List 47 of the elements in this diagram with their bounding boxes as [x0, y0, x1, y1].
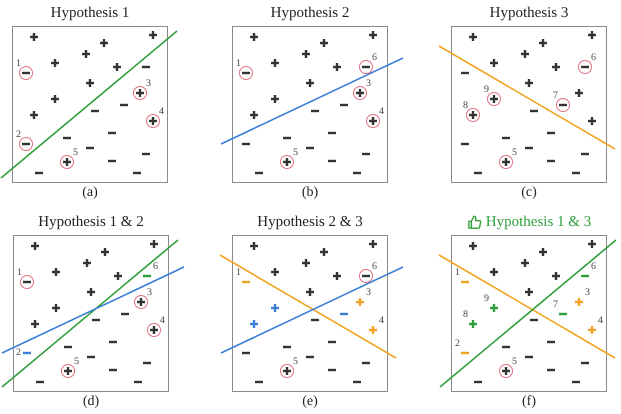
point-number: 3 — [147, 288, 152, 298]
point-number: 5 — [512, 148, 517, 158]
point-number: 5 — [512, 357, 517, 367]
point-number: 4 — [379, 316, 384, 326]
panel-title: Hypothesis 1 & 3 — [486, 214, 592, 230]
panel-caption: (d) — [82, 394, 100, 410]
point-number: 1 — [236, 59, 241, 69]
point-number: 2 — [455, 339, 460, 349]
point-number: 9 — [484, 294, 489, 304]
point-number: 3 — [366, 288, 371, 298]
point-number: 8 — [463, 101, 468, 111]
point-number: 5 — [293, 148, 298, 158]
panel-caption: (e) — [301, 394, 319, 410]
point-number: 1 — [236, 268, 241, 278]
point-number: 3 — [585, 288, 590, 298]
panel-caption: (a) — [81, 185, 99, 201]
panel-title: Hypothesis 2 & 3 — [257, 214, 363, 230]
point-number: 9 — [484, 85, 489, 95]
point-number: 6 — [372, 53, 377, 63]
point-number: 4 — [598, 316, 603, 326]
point-number: 8 — [463, 310, 468, 320]
point-number: 6 — [591, 53, 596, 63]
point-number: 5 — [73, 148, 78, 158]
point-number: 6 — [153, 262, 158, 272]
panel-caption: (b) — [300, 185, 320, 201]
point-number: 4 — [379, 107, 384, 117]
point-number: 1 — [455, 268, 460, 278]
point-number: 1 — [16, 59, 21, 69]
point-number: 1 — [17, 268, 22, 278]
point-number: 7 — [553, 91, 558, 101]
point-number: 2 — [16, 348, 21, 358]
point-number: 2 — [16, 130, 21, 140]
panel-title: Hypothesis 3 — [490, 4, 568, 22]
panel-caption: (f) — [521, 394, 537, 410]
point-number: 5 — [293, 357, 298, 367]
point-number: 4 — [159, 107, 164, 117]
point-number: 6 — [591, 262, 596, 272]
panel-title: Hypothesis 2 — [270, 4, 350, 22]
panel-title: Hypothesis 1 — [50, 4, 130, 22]
point-number: 3 — [366, 79, 371, 89]
point-number: 6 — [372, 262, 377, 272]
point-number: 5 — [74, 357, 79, 367]
point-number: 3 — [146, 79, 151, 89]
panel-caption: (c) — [520, 185, 538, 201]
panel-title: Hypothesis 1 & 2 — [38, 214, 144, 230]
point-number: 7 — [553, 300, 558, 310]
point-number: 4 — [160, 316, 165, 326]
